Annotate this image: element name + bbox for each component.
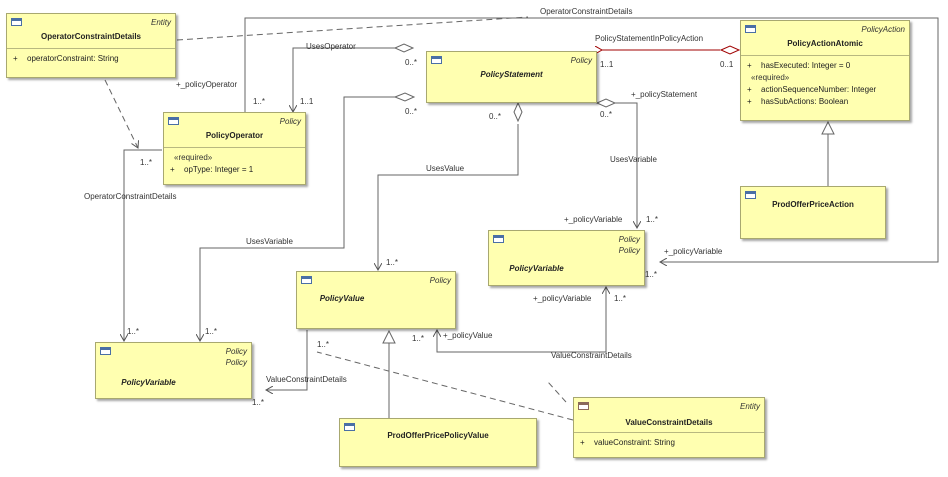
class-value-constraint-details[interactable]: Entity ValueConstraintDetails +valueCons… — [573, 397, 765, 458]
role-policy-variable: +_policyVariable — [664, 247, 723, 256]
class-prod-offer-price-policy-value[interactable]: ProdOfferPricePolicyValue — [339, 418, 537, 467]
class-name: ProdOfferPricePolicyValue — [387, 431, 489, 440]
label-value-constraint-left: ValueConstraintDetails — [266, 375, 347, 384]
assoc-valueconstraint-left — [266, 330, 308, 390]
mult-label: 0..* — [405, 58, 418, 67]
mult-label: 1..* — [205, 327, 218, 336]
attribute-row: +opType: Integer = 1 — [170, 165, 254, 174]
class-prod-offer-price-action[interactable]: ProdOfferPriceAction — [740, 186, 886, 239]
assoc-uses-operator — [293, 47, 395, 112]
label-uses-operator: UsesOperator — [306, 42, 356, 51]
class-name: OperatorConstraintDetails — [40, 32, 142, 41]
class-icon — [745, 25, 756, 33]
mult-label: 1..* — [317, 340, 330, 349]
mult-label: 1..* — [253, 97, 266, 106]
class-name: PolicyValue — [319, 294, 365, 303]
class-icon — [11, 18, 22, 26]
class-name: PolicyVariable — [121, 378, 176, 387]
required-section: «required» — [751, 73, 790, 82]
mult-label: 1..* — [645, 270, 658, 279]
role-policy-operator: +_policyOperator — [176, 80, 238, 89]
class-name: PolicyStatement — [480, 70, 543, 79]
class-icon — [301, 276, 312, 284]
stereotype-label: Policy — [570, 56, 592, 65]
class-policy-action-atomic[interactable]: PolicyAction PolicyActionAtomic +hasExec… — [740, 20, 910, 121]
mult-label: 1..* — [140, 158, 153, 167]
label-uses-variable-right: UsesVariable — [610, 155, 657, 164]
dashed-valueconstraint — [316, 351, 574, 421]
mult-label: 1..* — [252, 398, 265, 407]
class-icon — [431, 56, 442, 64]
mult-label: 1..1 — [300, 97, 314, 106]
label-ps-in-policy-action: PolicyStatementInPolicyAction — [595, 34, 704, 43]
attribute-row: +operatorConstraint: String — [13, 54, 119, 63]
class-name: PolicyOperator — [205, 131, 264, 140]
class-policy-value[interactable]: Policy PolicyValue — [296, 271, 456, 329]
label-opconstraint-top: OperatorConstraintDetails — [540, 7, 633, 16]
class-name: PolicyActionAtomic — [787, 39, 863, 48]
stereotype-label: PolicyAction — [861, 25, 905, 34]
class-icon — [344, 423, 355, 431]
assoc-uses-variable-right — [614, 102, 637, 228]
dashed-opconstraint-down — [104, 79, 138, 148]
mult-label: 1..* — [386, 258, 399, 267]
mult-label: 0..* — [600, 110, 613, 119]
dashed-valueconstraint-right — [547, 381, 567, 403]
role-policy-statement: +_policyStatement — [631, 90, 698, 99]
role-policy-variable: +_policyVariable — [564, 215, 623, 224]
stereotype-label: Policy — [429, 276, 451, 285]
class-operator-constraint-details[interactable]: Entity OperatorConstraintDetails +operat… — [6, 13, 176, 78]
assoc-uses-value — [378, 124, 519, 270]
attribute-row: +actionSequenceNumber: Integer — [747, 85, 877, 94]
stereotype-label: Entity — [739, 402, 760, 411]
mult-label: 1..1 — [600, 60, 614, 69]
assoc-opconstraint-left — [124, 149, 162, 341]
role-policy-variable: +_policyVariable — [533, 294, 592, 303]
mult-label: 0..1 — [720, 60, 734, 69]
required-section: «required» — [174, 153, 213, 162]
class-policy-statement[interactable]: Policy PolicyStatement — [426, 51, 597, 103]
class-icon — [578, 402, 589, 410]
mult-label: 1..* — [412, 334, 425, 343]
mult-label: 1..* — [127, 327, 140, 336]
label-uses-variable-left: UsesVariable — [246, 237, 293, 246]
attribute-row: +hasSubActions: Boolean — [747, 97, 849, 106]
class-icon — [493, 235, 504, 243]
stereotype-label: Policy — [279, 117, 301, 126]
label-uses-value: UsesValue — [426, 164, 465, 173]
label-opconstraint-left: OperatorConstraintDetails — [84, 192, 177, 201]
label-value-constraint-right: ValueConstraintDetails — [551, 351, 632, 360]
mult-label: 0..* — [489, 112, 502, 121]
class-name: ProdOfferPriceAction — [772, 200, 854, 209]
dashed-opconstraint-top — [176, 16, 529, 41]
assoc-uses-variable-left — [200, 96, 405, 341]
mult-label: 1..* — [646, 215, 659, 224]
attribute-row: +hasExecuted: Integer = 0 — [747, 61, 851, 70]
class-name: ValueConstraintDetails — [625, 418, 713, 427]
role-policy-value: +_policyValue — [443, 331, 493, 340]
stereotype-label: Entity — [150, 18, 171, 27]
class-name: PolicyVariable — [509, 264, 564, 273]
class-icon — [168, 117, 179, 125]
mult-label: 0..* — [405, 107, 418, 116]
class-icon — [100, 347, 111, 355]
assoc-top-long — [244, 17, 939, 262]
mult-label: 1..* — [614, 294, 627, 303]
class-icon — [745, 191, 756, 199]
attribute-row: +valueConstraint: String — [580, 438, 675, 447]
class-policy-operator[interactable]: Policy PolicyOperator «required» +opType… — [163, 112, 306, 185]
